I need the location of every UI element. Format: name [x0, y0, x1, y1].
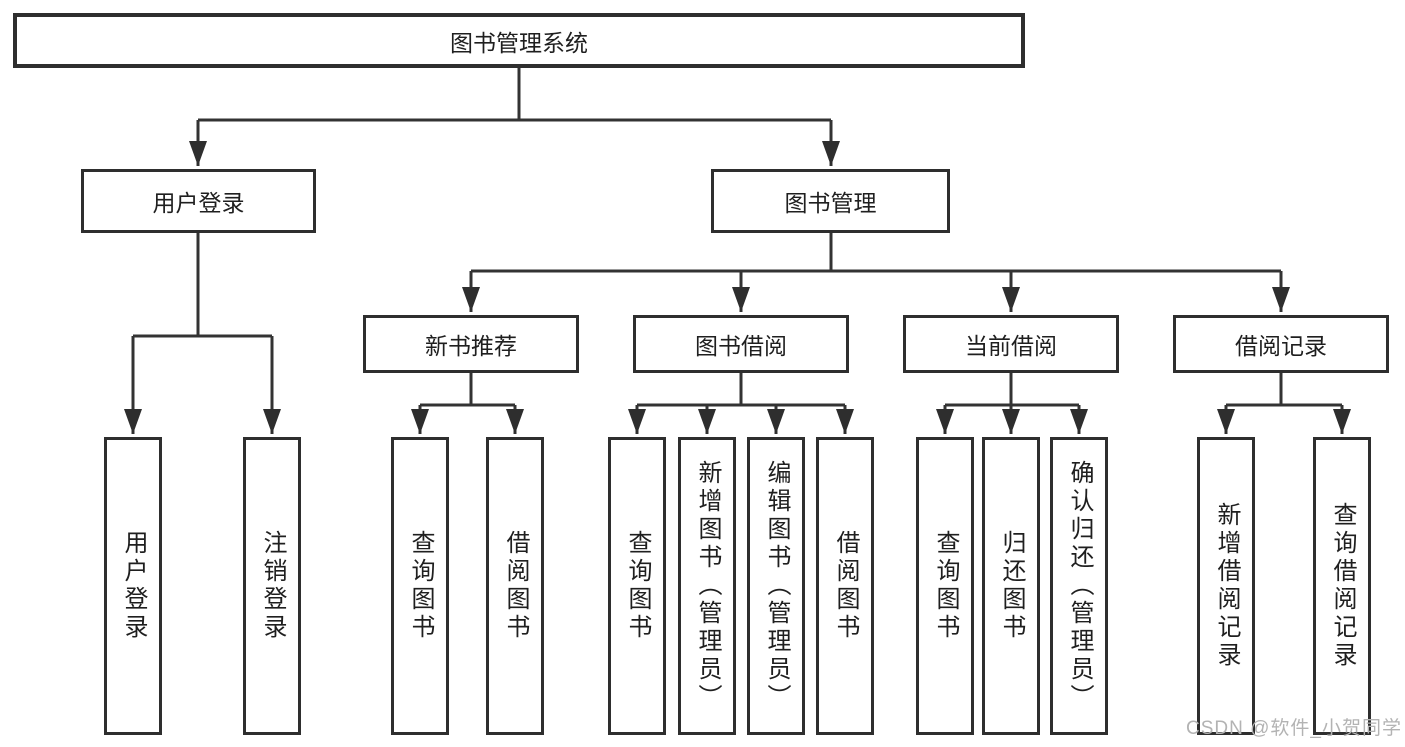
leaf-cb-query-book-label: 查询图书 — [931, 530, 959, 642]
leaf-bb-borrow-book: 借阅图书 — [816, 437, 874, 735]
leaf-nb-borrow-book: 借阅图书 — [486, 437, 544, 735]
node-new-book-recommend: 新书推荐 — [363, 315, 579, 373]
leaf-user-login: 用户登录 — [104, 437, 162, 735]
leaf-logout-label: 注销登录 — [258, 530, 286, 642]
leaf-br-query-record-label: 查询借阅记录 — [1328, 502, 1356, 670]
leaf-cb-query-book: 查询图书 — [916, 437, 974, 735]
leaf-cb-confirm-return-admin: 确认归还（管理员） — [1050, 437, 1108, 735]
leaf-bb-query-book: 查询图书 — [608, 437, 666, 735]
leaf-nb-borrow-book-label: 借阅图书 — [501, 530, 529, 642]
node-user-login-branch: 用户登录 — [81, 169, 316, 233]
connector-newbook-bus — [420, 372, 515, 407]
leaf-user-login-label: 用户登录 — [119, 530, 147, 642]
leaf-br-add-record-label: 新增借阅记录 — [1212, 502, 1240, 670]
node-current-borrowing: 当前借阅 — [903, 315, 1119, 373]
leaf-br-add-record: 新增借阅记录 — [1197, 437, 1255, 735]
connector-records-bus — [1226, 372, 1342, 407]
leaf-cb-confirm-return-admin-label: 确认归还（管理员） — [1065, 460, 1093, 712]
node-borrowing-records: 借阅记录 — [1173, 315, 1389, 373]
leaf-cb-return-book-label: 归还图书 — [997, 530, 1025, 642]
leaf-bb-query-book-label: 查询图书 — [623, 530, 651, 642]
node-book-borrowing: 图书借阅 — [633, 315, 849, 373]
leaf-bb-add-book-admin-label: 新增图书（管理员） — [693, 460, 721, 712]
leaf-bb-add-book-admin: 新增图书（管理员） — [678, 437, 736, 735]
csdn-watermark: CSDN @软件_小贺同学 — [1186, 718, 1402, 739]
leaf-bb-borrow-book-label: 借阅图书 — [831, 530, 859, 642]
leaf-logout: 注销登录 — [243, 437, 301, 735]
leaf-bb-edit-book-admin: 编辑图书（管理员） — [747, 437, 805, 735]
node-root: 图书管理系统 — [13, 13, 1025, 68]
leaf-nb-query-book-label: 查询图书 — [406, 530, 434, 642]
leaf-br-query-record: 查询借阅记录 — [1313, 437, 1371, 735]
connector-borrow-bus — [637, 372, 845, 407]
leaf-bb-edit-book-admin-label: 编辑图书（管理员） — [762, 460, 790, 712]
connector-book-bus — [471, 232, 1281, 273]
connector-root-bus — [198, 66, 831, 122]
connector-current-bus — [945, 372, 1079, 407]
leaf-nb-query-book: 查询图书 — [391, 437, 449, 735]
connector-user-bus — [133, 232, 272, 338]
node-book-management-branch: 图书管理 — [711, 169, 950, 233]
leaf-cb-return-book: 归还图书 — [982, 437, 1040, 735]
